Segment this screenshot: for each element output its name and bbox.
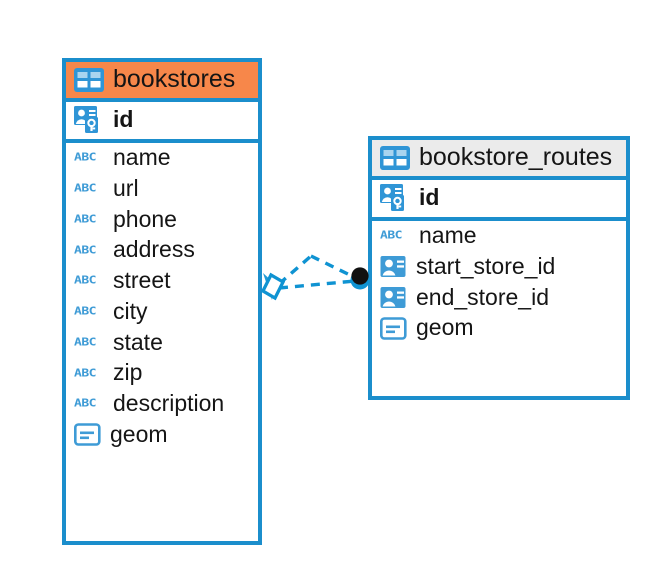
geometry-icon (73, 422, 101, 447)
table-icon (380, 145, 410, 170)
field-label: id (419, 184, 440, 211)
field-label: geom (416, 314, 474, 341)
abc-glyph-text: ABC (74, 243, 96, 257)
filled-circle-marker (350, 267, 370, 290)
field-label: state (113, 328, 163, 355)
field-label: id (113, 106, 134, 133)
abc-text-icon: ABC (74, 394, 104, 414)
entity-title: bookstore_routes (419, 143, 613, 171)
abc-glyph-text: ABC (74, 366, 96, 380)
abc-text-icon: ABC (74, 209, 104, 229)
abc-text-icon: ABC (74, 240, 104, 260)
relationship-connector[interactable] (255, 240, 375, 320)
field-label: url (113, 174, 139, 201)
field-label: city (113, 297, 148, 324)
field-row-geom[interactable]: geom (372, 313, 626, 344)
field-label: zip (113, 359, 143, 386)
field-label: name (113, 144, 171, 170)
field-label: address (113, 236, 195, 263)
crows-foot-diamond-marker (260, 272, 286, 301)
field-row-phone[interactable]: ABC phone (66, 204, 258, 236)
field-row-address[interactable]: ABC address (66, 235, 258, 266)
field-row-state[interactable]: ABC state (66, 327, 258, 359)
abc-text-icon: ABC (74, 332, 104, 352)
abc-text-icon: ABC (74, 271, 104, 291)
entity-header-bookstores[interactable]: bookstores (66, 62, 258, 98)
abc-glyph-text: ABC (74, 274, 96, 288)
entity-title: bookstores (113, 65, 236, 93)
entity-bookstore-routes[interactable]: bookstore_routes (368, 136, 630, 400)
abc-text-icon: ABC (74, 148, 104, 168)
abc-glyph-text: ABC (74, 151, 96, 165)
field-label: phone (113, 205, 177, 232)
field-row-geom[interactable]: geom (66, 419, 258, 451)
relationship-line-upper-right (310, 254, 357, 280)
abc-glyph-text: ABC (74, 397, 96, 411)
abc-glyph-text: ABC (74, 336, 96, 349)
field-row-street[interactable]: ABC street (66, 266, 258, 297)
table-icon (74, 67, 104, 92)
field-list-bookstore-routes: id ABC name start_store_id (372, 176, 626, 344)
field-label: start_store_id (416, 252, 556, 279)
field-row-url[interactable]: ABC url (66, 173, 258, 205)
field-label: description (113, 390, 225, 416)
entity-header-bookstore-routes[interactable]: bookstore_routes (372, 140, 626, 176)
field-row-id[interactable]: id (372, 176, 626, 221)
geometry-icon (379, 316, 407, 341)
abc-glyph-text: ABC (380, 229, 402, 243)
primary-key-icon (380, 183, 410, 213)
primary-key-icon (74, 105, 104, 135)
relationship-line-lower (278, 279, 356, 290)
field-row-id[interactable]: id (66, 98, 258, 143)
field-row-name[interactable]: ABC name (372, 221, 626, 252)
field-row-description[interactable]: ABC description (66, 389, 258, 420)
field-list-bookstores: id ABC name ABC url ABC phone ABC addres… (66, 98, 258, 451)
field-row-start-store-id[interactable]: start_store_id (372, 251, 626, 283)
abc-text-icon: ABC (74, 179, 104, 199)
field-row-name[interactable]: ABC name (66, 143, 258, 174)
abc-glyph-text: ABC (74, 182, 96, 195)
field-label: street (113, 267, 171, 293)
relationship-line-upper-left (277, 254, 313, 286)
field-label: geom (110, 420, 168, 447)
entity-bookstores[interactable]: bookstores id (62, 58, 262, 545)
field-row-end-store-id[interactable]: end_store_id (372, 282, 626, 314)
abc-text-icon: ABC (74, 302, 104, 322)
field-row-city[interactable]: ABC city (66, 296, 258, 328)
abc-text-icon: ABC (74, 363, 104, 383)
foreign-key-icon (380, 254, 407, 279)
field-row-zip[interactable]: ABC zip (66, 358, 258, 389)
abc-glyph-text: ABC (74, 213, 96, 226)
abc-glyph-text: ABC (74, 305, 96, 318)
field-label: end_store_id (416, 283, 549, 310)
foreign-key-icon (380, 285, 407, 310)
field-label: name (419, 222, 477, 248)
abc-text-icon: ABC (380, 226, 410, 246)
